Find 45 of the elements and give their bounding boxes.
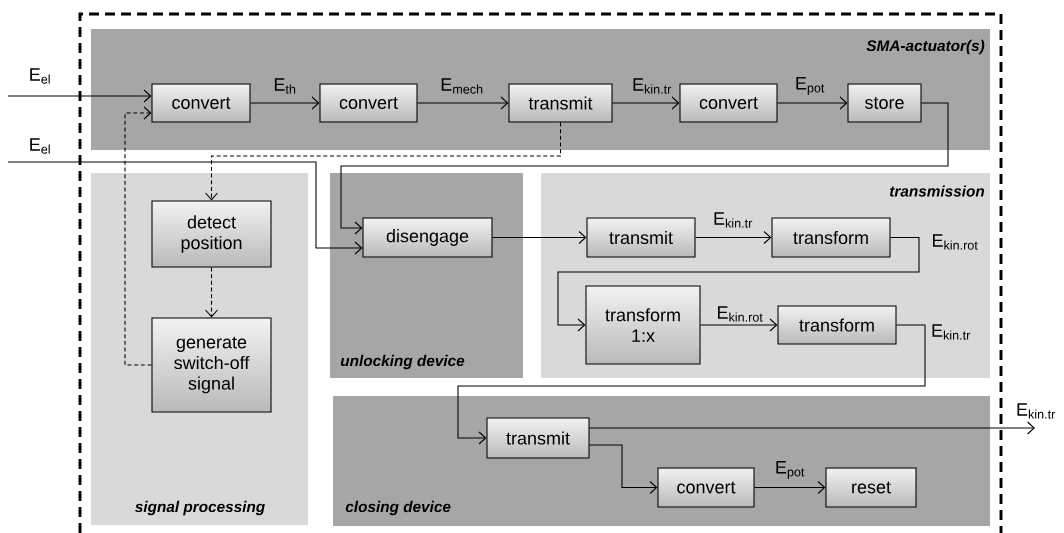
process-box: reset — [825, 467, 917, 508]
arrow — [777, 96, 848, 110]
edge-label: E$_{kin.tr}$ — [714, 212, 753, 228]
edge-label: E$_{kin.tr}$ — [633, 78, 672, 94]
process-box: transmit — [486, 417, 590, 459]
arrow — [589, 444, 658, 495]
edge-label: E$_{mech}$ — [441, 78, 483, 94]
process-box: transform — [777, 305, 897, 345]
edge-label: E$_{el}$ — [30, 138, 50, 154]
edge-label: E$_{pot}$ — [796, 77, 825, 95]
process-box: generate switch-off signal — [151, 317, 272, 413]
arrow — [417, 96, 509, 110]
arrow — [204, 267, 219, 318]
edge-label: E$_{th}$ — [274, 78, 296, 94]
process-box: store — [847, 83, 922, 123]
process-box: convert — [319, 83, 418, 123]
process-box: transform — [771, 217, 891, 258]
arrow — [204, 122, 562, 201]
arrow — [457, 324, 926, 445]
arrow — [754, 480, 826, 495]
edge-label: E$_{kin.tr}$ — [1017, 403, 1056, 419]
arrow — [557, 236, 920, 332]
process-box: transmit — [508, 83, 613, 123]
process-box: transmit — [586, 217, 696, 258]
process-box: convert — [657, 467, 755, 508]
edge-label: E$_{kin.tr}$ — [932, 324, 971, 340]
edge-label: E$_{el}$ — [30, 68, 50, 84]
arrow — [612, 96, 680, 110]
arrow — [340, 102, 949, 235]
process-box: convert — [151, 83, 251, 123]
arrow — [250, 96, 320, 110]
arrow — [700, 318, 778, 332]
arrow — [124, 106, 152, 366]
process-box: disengage — [362, 217, 493, 258]
arrow — [7, 89, 152, 103]
edge-label: E$_{pot}$ — [776, 461, 805, 479]
process-box: transform 1:x — [585, 285, 701, 365]
arrow — [695, 230, 772, 245]
arrow — [589, 421, 1035, 435]
process-box: convert — [679, 83, 778, 123]
arrow — [7, 161, 363, 255]
arrow — [492, 230, 587, 245]
edge-label: E$_{kin.rot}$ — [933, 234, 978, 250]
process-box: detect position — [151, 200, 272, 268]
edge-label: E$_{kin.rot}$ — [718, 306, 763, 322]
